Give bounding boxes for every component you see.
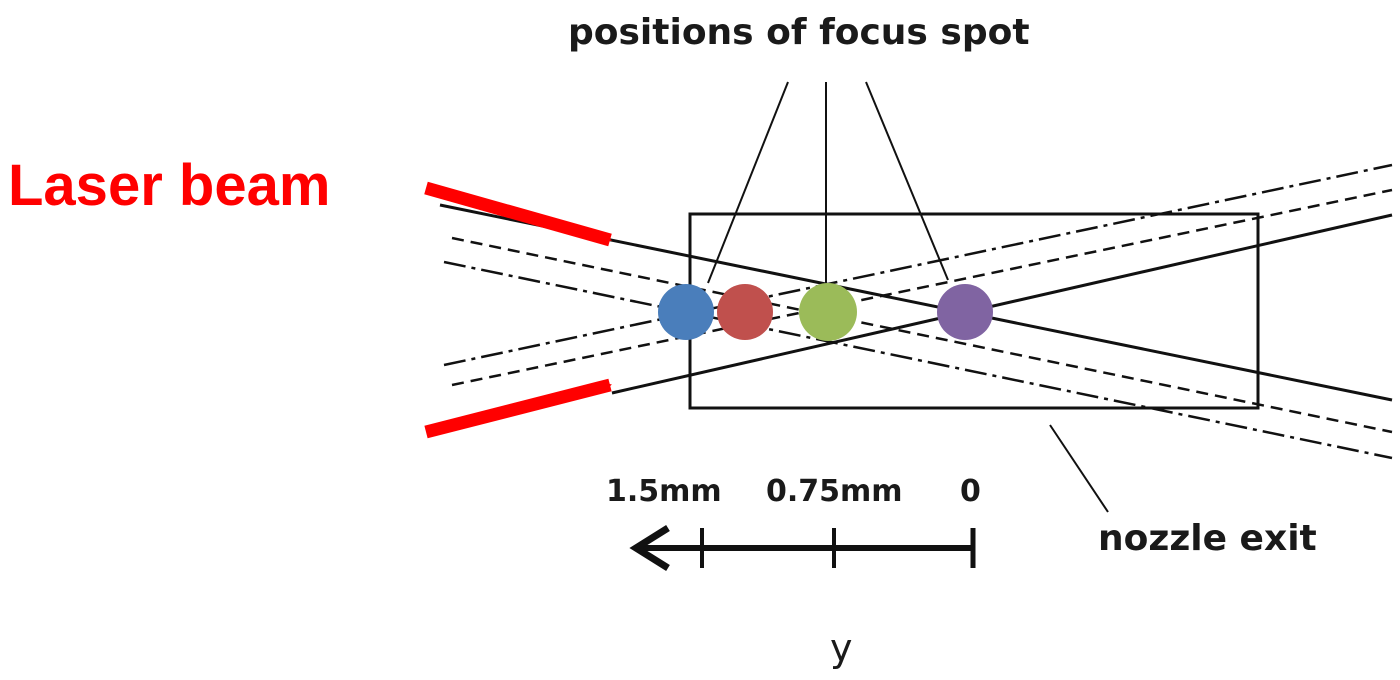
y-axis-arrowhead — [629, 525, 670, 571]
focus-spot-red — [717, 284, 773, 340]
beam-lower-dashdot — [443, 163, 1393, 367]
leader-line-purple — [865, 81, 949, 281]
nozzle-exit-label: nozzle exit — [1098, 518, 1317, 559]
tick-label-1.5mm: 1.5mm — [606, 474, 722, 509]
beam-upper-dashed — [451, 236, 1393, 434]
beam-lower-solid — [611, 213, 1393, 395]
beam-lower-dashed — [451, 188, 1393, 387]
beam-upper-dashdot — [443, 260, 1393, 460]
tick-label-0.75mm: 0.75mm — [766, 474, 903, 509]
laser-arrow-upper — [424, 181, 612, 247]
tick-label-0: 0 — [960, 474, 981, 509]
y-axis-symbol: y — [830, 626, 853, 670]
laser-arrow-lower — [424, 378, 612, 439]
leader-line-nozzle — [1049, 424, 1109, 513]
focus-spot-purple — [937, 284, 993, 340]
laser-beam-label: Laser beam — [8, 153, 331, 218]
focus-spot-blue — [658, 284, 714, 340]
focus-positions-title: positions of focus spot — [568, 12, 1030, 53]
leader-line-red — [707, 81, 789, 284]
focus-spot-green — [799, 283, 857, 341]
